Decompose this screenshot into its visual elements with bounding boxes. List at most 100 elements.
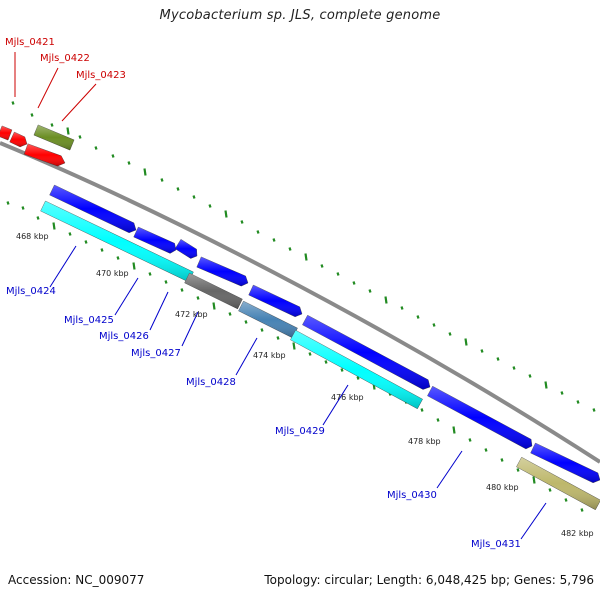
- leader-line: [61, 83, 97, 122]
- topology-text: Topology: circular; Length: 6,048,425 bp…: [264, 573, 594, 587]
- tick-mark: [528, 374, 532, 378]
- gene-feature-mjls-0429: [290, 329, 423, 410]
- gene-label: Mjls_0424: [6, 245, 77, 297]
- gene-label-text: Mjls_0423: [76, 70, 126, 81]
- tick-mark: [224, 210, 228, 218]
- tick-mark: [308, 352, 312, 356]
- leader-line: [37, 67, 59, 109]
- leader-line: [114, 277, 139, 316]
- tick-mark: [512, 366, 516, 370]
- gene-label: Mjls_0429: [275, 384, 349, 437]
- gene-label-text: Mjls_0427: [131, 348, 181, 359]
- tick-mark: [116, 256, 120, 260]
- tick-mark: [320, 264, 324, 268]
- gene-feature-mjls-0425: [133, 226, 177, 254]
- gene-label-text: Mjls_0426: [99, 331, 149, 342]
- tick-mark: [6, 201, 10, 205]
- tick-mark: [132, 262, 136, 270]
- tick-mark: [448, 332, 452, 336]
- gene-feature-unlabeled: [302, 314, 431, 390]
- tick-mark: [288, 247, 292, 251]
- gene-label: Mjls_0421: [5, 37, 55, 97]
- scale-label: 468 kbp: [16, 232, 49, 241]
- tick-mark: [160, 178, 164, 182]
- gene-feature-mjls-0431: [516, 456, 600, 511]
- gene-label-text: Mjls_0424: [6, 286, 56, 297]
- tick-mark: [100, 248, 104, 252]
- tick-mark: [196, 296, 200, 300]
- accession-text: Accession: NC_009077: [8, 573, 145, 587]
- map-title: Mycobacterium sp. JLS, complete genome: [159, 8, 441, 23]
- gene-label-text: Mjls_0429: [275, 426, 325, 437]
- gene-feature-unlabeled: [530, 442, 600, 484]
- tick-mark: [304, 253, 308, 261]
- tick-mark: [176, 187, 180, 191]
- tick-mark: [496, 357, 500, 361]
- tick-mark: [564, 498, 568, 502]
- tick-mark: [356, 376, 360, 380]
- gene-label: Mjls_0422: [37, 53, 90, 109]
- tick-mark: [84, 240, 88, 244]
- tick-mark: [240, 220, 244, 224]
- tick-mark: [400, 306, 404, 310]
- tick-mark: [468, 438, 472, 442]
- scale-label: 476 kbp: [331, 393, 364, 402]
- tick-mark: [66, 127, 70, 135]
- tick-mark: [432, 323, 436, 327]
- tick-mark: [420, 408, 424, 412]
- tick-mark: [576, 400, 580, 404]
- tick-mark: [244, 320, 248, 324]
- tick-mark: [52, 222, 56, 230]
- tick-mark: [336, 272, 340, 276]
- leader-line: [235, 337, 258, 376]
- tick-mark: [228, 312, 232, 316]
- scale-label: 472 kbp: [175, 310, 208, 319]
- tick-mark: [560, 391, 564, 395]
- gene-label: Mjls_0425: [64, 277, 139, 326]
- tick-mark: [452, 426, 456, 434]
- gene-feature-mjls-0430: [427, 385, 533, 450]
- tick-mark: [352, 281, 356, 285]
- gene-label-text: Mjls_0425: [64, 315, 114, 326]
- tick-mark: [260, 328, 264, 332]
- tick-mark: [340, 368, 344, 372]
- genome-backbone: [0, 141, 600, 464]
- tick-mark: [416, 315, 420, 319]
- tick-mark: [127, 161, 131, 165]
- tick-mark: [148, 272, 152, 276]
- tick-mark: [580, 508, 584, 512]
- gene-label: Mjls_0428: [186, 337, 258, 388]
- gene-feature-mjls-0426: [174, 239, 198, 259]
- leader-line: [520, 502, 547, 540]
- tick-mark: [272, 238, 276, 242]
- tick-mark: [68, 232, 72, 236]
- tick-mark: [548, 488, 552, 492]
- gene-feature-mjls-0421: [0, 125, 13, 141]
- tick-mark: [256, 230, 260, 234]
- tick-mark: [276, 336, 280, 340]
- tick-mark: [368, 289, 372, 293]
- tick-mark: [78, 135, 82, 139]
- gene-feature-mjls-0427: [184, 272, 243, 310]
- scale-label: 482 kbp: [561, 529, 594, 538]
- leader-line: [322, 384, 349, 426]
- tick-mark: [164, 280, 168, 284]
- tick-mark: [324, 360, 328, 364]
- gene-label-text: Mjls_0421: [5, 37, 55, 48]
- scale-label: 474 kbp: [253, 351, 286, 360]
- tick-mark: [143, 168, 147, 176]
- gene-labels: Mjls_0421Mjls_0422Mjls_0423Mjls_0424Mjls…: [5, 37, 547, 550]
- tick-mark: [192, 195, 196, 199]
- gene-feature-unlabeled: [49, 184, 137, 234]
- tick-mark: [484, 448, 488, 452]
- gene-label: Mjls_0430: [387, 450, 463, 501]
- tick-mark: [464, 338, 468, 346]
- tick-mark: [94, 146, 98, 150]
- tick-mark: [436, 418, 440, 422]
- gene-label: Mjls_0427: [131, 311, 199, 359]
- gene-features: [0, 124, 600, 511]
- gene-feature-small: [9, 131, 28, 148]
- tick-mark: [292, 342, 296, 350]
